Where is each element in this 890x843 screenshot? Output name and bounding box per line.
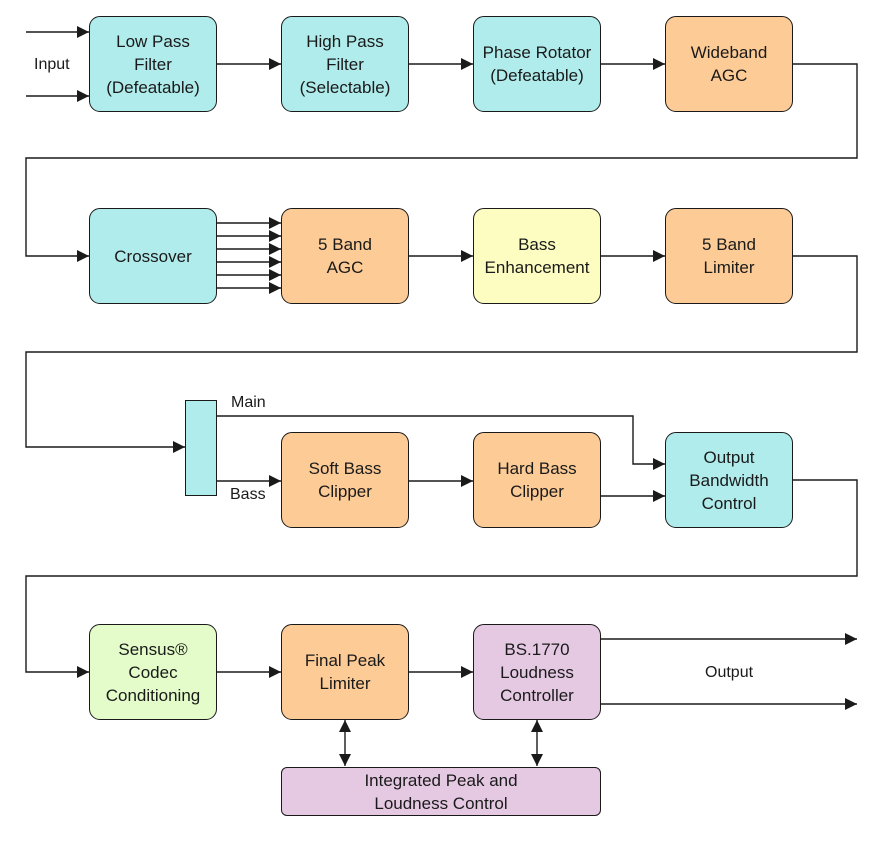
wire-obw-sensus	[25, 479, 858, 678]
integrated-peak-loudness-control-box: Integrated Peak and Loudness Control	[281, 767, 601, 816]
integrated-peak-loudness-control-label: Integrated Peak and Loudness Control	[364, 770, 518, 813]
output-label: Output	[705, 664, 754, 681]
output-bandwidth-control-label: Output Bandwidth Control	[689, 447, 769, 513]
soft-bass-clipper-box: Soft Bass Clipper	[281, 432, 409, 528]
wideband-agc-label: Wideband AGC	[690, 43, 768, 85]
five-band-limiter-box: 5 Band Limiter	[665, 208, 793, 304]
low-pass-filter-label: Low Pass Filter (Defeatable)	[106, 31, 200, 97]
wire-main	[217, 415, 665, 470]
phase-rotator-box: Phase Rotator (Defeatable)	[473, 16, 601, 112]
wideband-agc-box: Wideband AGC	[665, 16, 793, 112]
hard-bass-clipper-label: Hard Bass Clipper	[497, 459, 577, 501]
wire-wagc-crossover	[25, 63, 858, 262]
bass-enhancement-box: Bass Enhancement	[473, 208, 601, 304]
output-bandwidth-control-box: Output Bandwidth Control	[665, 432, 793, 528]
hard-bass-clipper-box: Hard Bass Clipper	[473, 432, 601, 528]
low-pass-filter-box: Low Pass Filter (Defeatable)	[89, 16, 217, 112]
high-pass-filter-box: High Pass Filter (Selectable)	[281, 16, 409, 112]
crossover-label: Crossover	[114, 246, 192, 266]
wire-lim5-splitter	[25, 255, 858, 453]
five-band-limiter-label: 5 Band Limiter	[702, 235, 756, 277]
phase-rotator-label: Phase Rotator (Defeatable)	[482, 43, 592, 85]
main-bass-splitter	[185, 400, 217, 496]
soft-bass-clipper-label: Soft Bass Clipper	[308, 459, 382, 501]
final-peak-limiter-label: Final Peak Limiter	[304, 651, 386, 693]
sensus-codec-conditioning-label: Sensus® Codec Conditioning	[105, 639, 201, 705]
five-band-agc-label: 5 Band AGC	[318, 235, 372, 277]
sensus-codec-conditioning-box: Sensus® Codec Conditioning	[89, 624, 217, 720]
bass-enhancement-label: Bass Enhancement	[484, 235, 590, 277]
final-peak-limiter-box: Final Peak Limiter	[281, 624, 409, 720]
five-band-agc-box: 5 Band AGC	[281, 208, 409, 304]
bass-label: Bass	[230, 486, 266, 503]
bs1770-loudness-controller-box: BS.1770 Loudness Controller	[473, 624, 601, 720]
bs1770-loudness-controller-label: BS.1770 Loudness Controller	[500, 639, 574, 705]
input-label: Input	[34, 56, 70, 73]
main-label: Main	[231, 394, 266, 411]
crossover-box: Crossover	[89, 208, 217, 304]
high-pass-filter-label: High Pass Filter (Selectable)	[299, 31, 391, 97]
